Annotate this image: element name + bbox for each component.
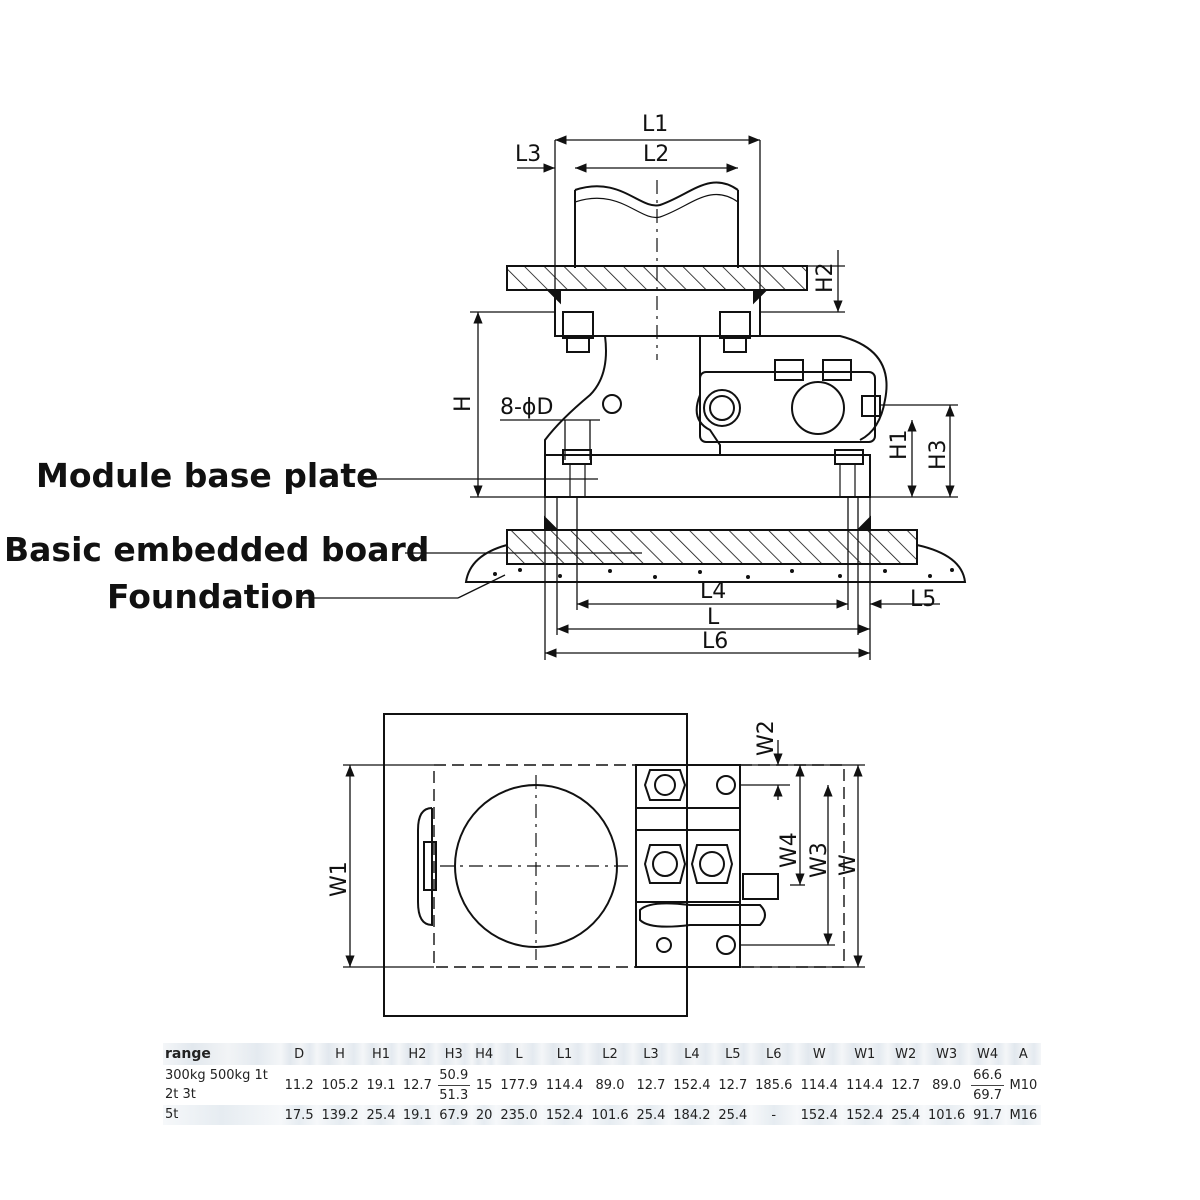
- dim-W1: W1: [327, 861, 352, 897]
- table-cell: M10: [1009, 1077, 1038, 1093]
- dim-L5: L5: [910, 587, 936, 612]
- module-base-plate-shape: [544, 454, 871, 498]
- table-cell: -: [751, 1105, 797, 1125]
- dim-L2: L2: [643, 142, 669, 167]
- cell-line: 66.6: [971, 1066, 1004, 1086]
- callout-module-base-plate: Module base plate: [36, 456, 379, 495]
- table-row: 5t 17.5 139.2 25.4 19.1 67.9 20 235.0 15…: [163, 1105, 1041, 1125]
- table-cell: 114.4: [846, 1077, 884, 1093]
- header-cell: L3: [632, 1043, 670, 1065]
- header-cell: H1: [362, 1043, 400, 1065]
- table-cell: 12.7: [402, 1077, 432, 1093]
- dim-H1: H1: [887, 429, 912, 460]
- range-line: 300kg 500kg 1t: [165, 1068, 268, 1083]
- header-cell: W: [796, 1043, 843, 1065]
- dim-H: H: [451, 395, 476, 412]
- table-cell: 25.4: [887, 1105, 924, 1125]
- header-cell: L2: [587, 1043, 633, 1065]
- header-cell: H4: [471, 1043, 497, 1065]
- dim-L4: L4: [700, 579, 726, 604]
- table-cell: 66.6 69.7: [969, 1065, 1005, 1105]
- table-cell: 114.4: [800, 1077, 838, 1093]
- range-line: 2t 3t: [165, 1087, 196, 1102]
- header-cell: L4: [669, 1043, 715, 1065]
- range-cell: 300kg 500kg 1t 2t 3t: [163, 1065, 281, 1105]
- table-cell: 19.1: [399, 1105, 436, 1125]
- spec-table: range D H H1 H2 H3 H4 L L1 L2 L3 L4 L5 L…: [163, 1043, 1041, 1125]
- dim-L6: L6: [702, 629, 728, 654]
- table-cell: 89.0: [932, 1077, 962, 1093]
- table-cell: 101.6: [587, 1105, 633, 1125]
- header-cell: H: [317, 1043, 363, 1065]
- table-cell: 25.4: [362, 1105, 400, 1125]
- table-cell: 152.4: [842, 1105, 888, 1125]
- table-cell: 152.4: [796, 1105, 843, 1125]
- table-cell: 12.7: [718, 1077, 748, 1093]
- range-cell: 5t: [163, 1105, 281, 1125]
- cell-line: 50.9: [437, 1066, 470, 1086]
- dim-L1: L1: [642, 112, 668, 137]
- table-cell: 17.5: [280, 1105, 318, 1125]
- callout-basic-embedded-board: Basic embedded board: [4, 530, 430, 569]
- table-cell: 50.9 51.3: [436, 1065, 472, 1105]
- header-cell: W2: [887, 1043, 924, 1065]
- table-cell: 152.4: [673, 1077, 711, 1093]
- dim-W2: W2: [754, 720, 779, 756]
- header-cell: W3: [923, 1043, 970, 1065]
- header-cell: D: [280, 1043, 318, 1065]
- table-cell: 139.2: [317, 1105, 363, 1125]
- header-cell: L6: [751, 1043, 797, 1065]
- dim-L: L: [707, 605, 720, 630]
- table-cell: 91.7: [969, 1105, 1006, 1125]
- header-cell: W4: [969, 1043, 1006, 1065]
- header-cell: L5: [714, 1043, 752, 1065]
- table-cell: 89.0: [595, 1077, 625, 1093]
- table-cell: 67.9: [435, 1105, 472, 1125]
- header-cell: L: [496, 1043, 542, 1065]
- cell-line: 69.7: [973, 1087, 1003, 1103]
- dim-W4: W4: [777, 832, 802, 868]
- table-cell: 185.6: [755, 1077, 793, 1093]
- table-cell: 152.4: [541, 1105, 588, 1125]
- table-cell: 15: [475, 1077, 493, 1093]
- table-cell: 19.1: [366, 1077, 396, 1093]
- callout-foundation: Foundation: [107, 577, 318, 616]
- top-plate: [506, 265, 808, 291]
- table-cell: 20: [471, 1105, 497, 1125]
- load-cell: [699, 371, 876, 443]
- table-header-row: range D H H1 H2 H3 H4 L L1 L2 L3 L4 L5 L…: [163, 1043, 1041, 1065]
- dim-hole: 8-ϕD: [500, 395, 553, 420]
- header-cell: range: [163, 1043, 281, 1065]
- dim-L3: L3: [515, 142, 541, 167]
- header-cell: H2: [399, 1043, 436, 1065]
- dim-W: W: [836, 854, 861, 876]
- table-cell: 235.0: [496, 1105, 542, 1125]
- dim-W3: W3: [807, 842, 832, 878]
- header-cell: A: [1005, 1043, 1041, 1065]
- dim-H2: H2: [813, 262, 838, 293]
- table-cell: 12.7: [636, 1077, 666, 1093]
- table-cell: 25.4: [632, 1105, 670, 1125]
- dim-H3: H3: [926, 439, 951, 470]
- table-cell: 177.9: [500, 1077, 538, 1093]
- table-cell: 11.2: [284, 1077, 314, 1093]
- table-cell: 25.4: [714, 1105, 752, 1125]
- embedded-board-shape: [506, 529, 918, 565]
- table-cell: 12.7: [891, 1077, 921, 1093]
- table-cell: 105.2: [321, 1077, 359, 1093]
- top-view-outer-plate: [383, 713, 688, 1017]
- table-cell: M16: [1005, 1105, 1041, 1125]
- table-cell: 101.6: [923, 1105, 970, 1125]
- header-cell: L1: [541, 1043, 588, 1065]
- table-cell: 184.2: [669, 1105, 715, 1125]
- header-cell: H3: [435, 1043, 472, 1065]
- cell-line: 51.3: [439, 1087, 469, 1103]
- module-body: [544, 335, 721, 456]
- table-row: 300kg 500kg 1t 2t 3t 11.2 105.2 19.1 12.…: [163, 1065, 1041, 1105]
- header-cell: W1: [842, 1043, 888, 1065]
- table-cell: 114.4: [545, 1077, 584, 1093]
